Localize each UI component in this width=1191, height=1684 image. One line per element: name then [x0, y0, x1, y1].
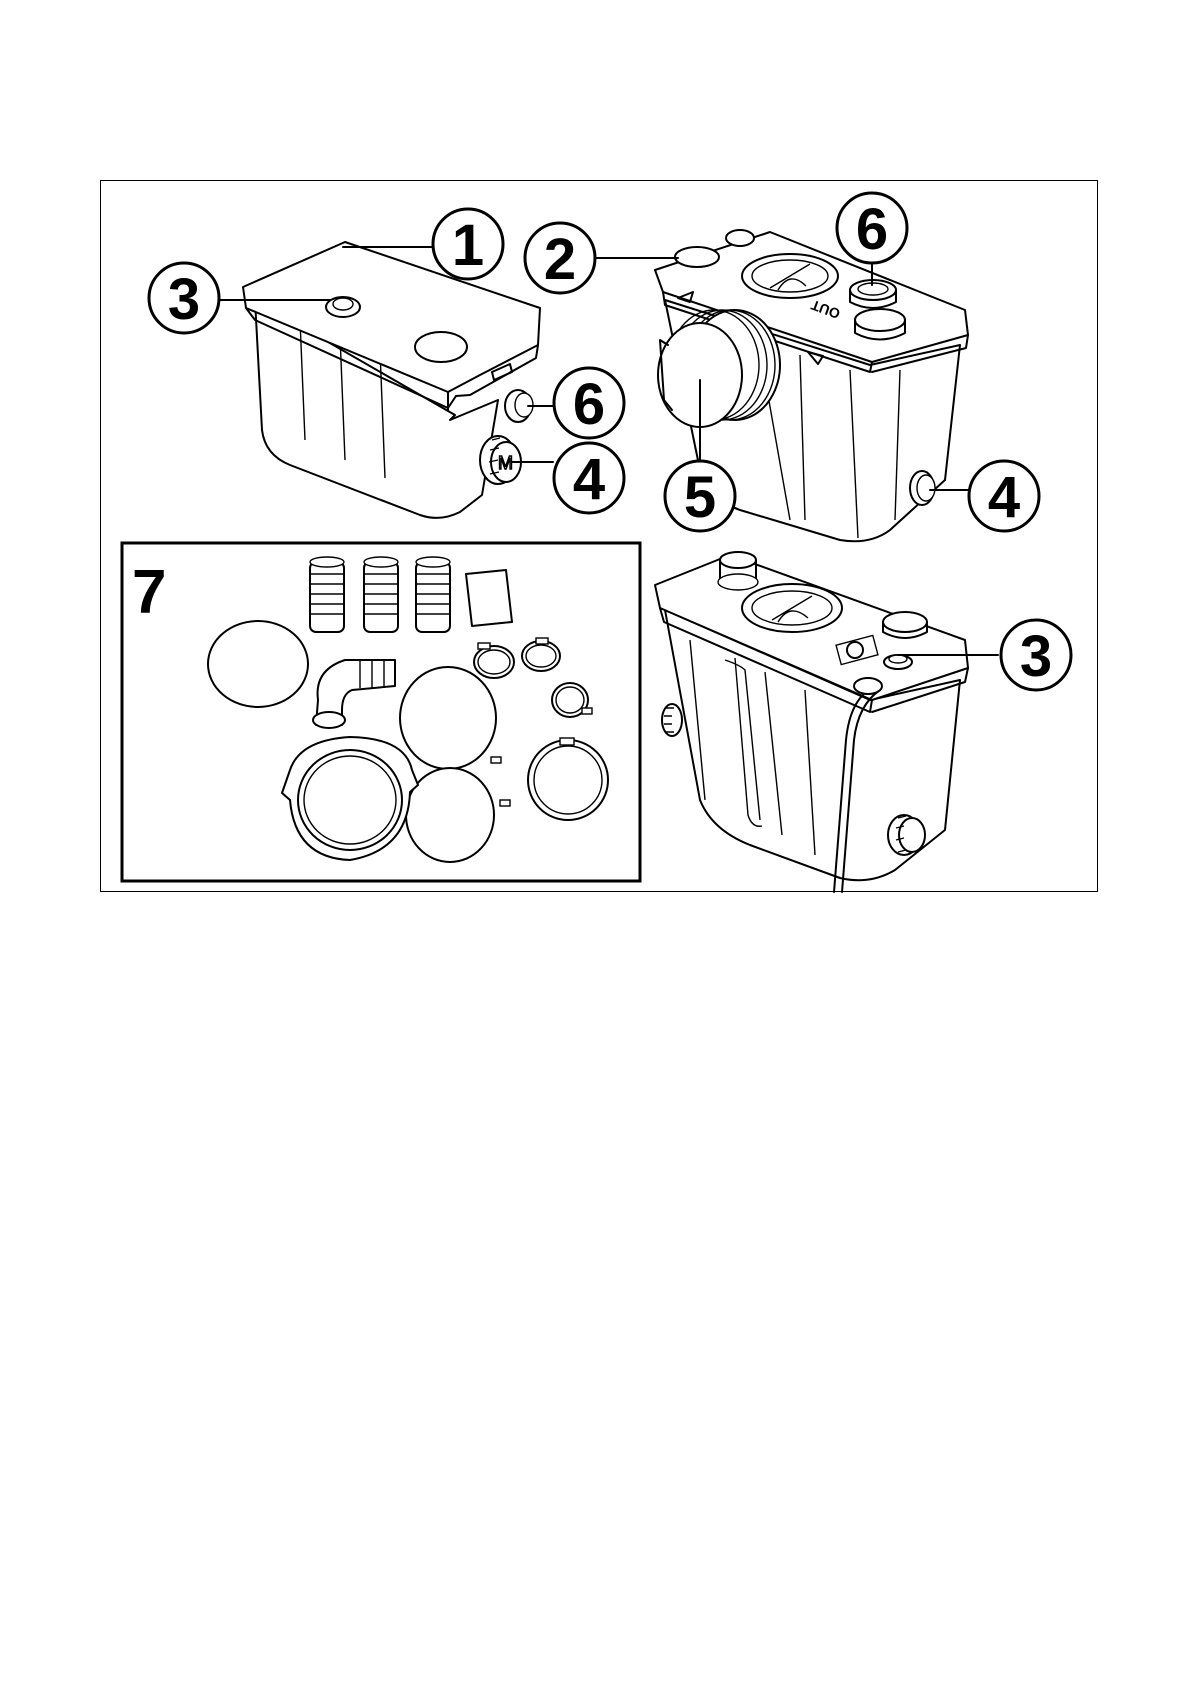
- svg-text:4: 4: [573, 447, 605, 512]
- callout-3-left: 3: [149, 263, 219, 333]
- svg-text:6: 6: [856, 197, 888, 262]
- disc-3: [406, 768, 494, 862]
- disc-2: [400, 667, 496, 769]
- adapter-1: [310, 557, 344, 632]
- bottom-right-unit-side-knob: [662, 704, 682, 736]
- callout-6-right: 6: [837, 193, 907, 263]
- svg-text:2: 2: [544, 227, 576, 292]
- callout-4-left: 4: [554, 443, 624, 513]
- top-right-unit-window: [742, 254, 838, 298]
- left-unit-lid-recess: [415, 332, 467, 362]
- callout-2: 2: [525, 223, 595, 293]
- left-unit: M: [243, 242, 540, 518]
- svg-text:6: 6: [573, 372, 605, 437]
- bottom-right-unit: [655, 552, 968, 892]
- svg-text:M: M: [498, 453, 513, 473]
- adapter-3: [416, 557, 450, 632]
- svg-text:1: 1: [452, 213, 484, 278]
- top-right-unit-inlet: [910, 471, 935, 505]
- svg-text:3: 3: [1020, 624, 1052, 689]
- svg-text:3: 3: [168, 267, 200, 332]
- left-unit-inlet: M: [480, 436, 521, 484]
- accessories-number: 7: [132, 558, 166, 627]
- callout-5: 5: [665, 461, 735, 531]
- callout-3-right: 3: [1001, 620, 1071, 690]
- adapter-2: [364, 557, 398, 632]
- gasket-sheet: [466, 570, 512, 626]
- bottom-right-unit-window: [742, 584, 842, 632]
- callout-6-left: 6: [554, 368, 624, 438]
- svg-text:4: 4: [988, 465, 1020, 530]
- svg-text:5: 5: [684, 465, 716, 530]
- callout-4-right: 4: [969, 461, 1039, 531]
- callout-1: 1: [433, 209, 503, 279]
- disc-1: [208, 621, 308, 707]
- bottom-right-unit-side-inlet: [888, 815, 925, 855]
